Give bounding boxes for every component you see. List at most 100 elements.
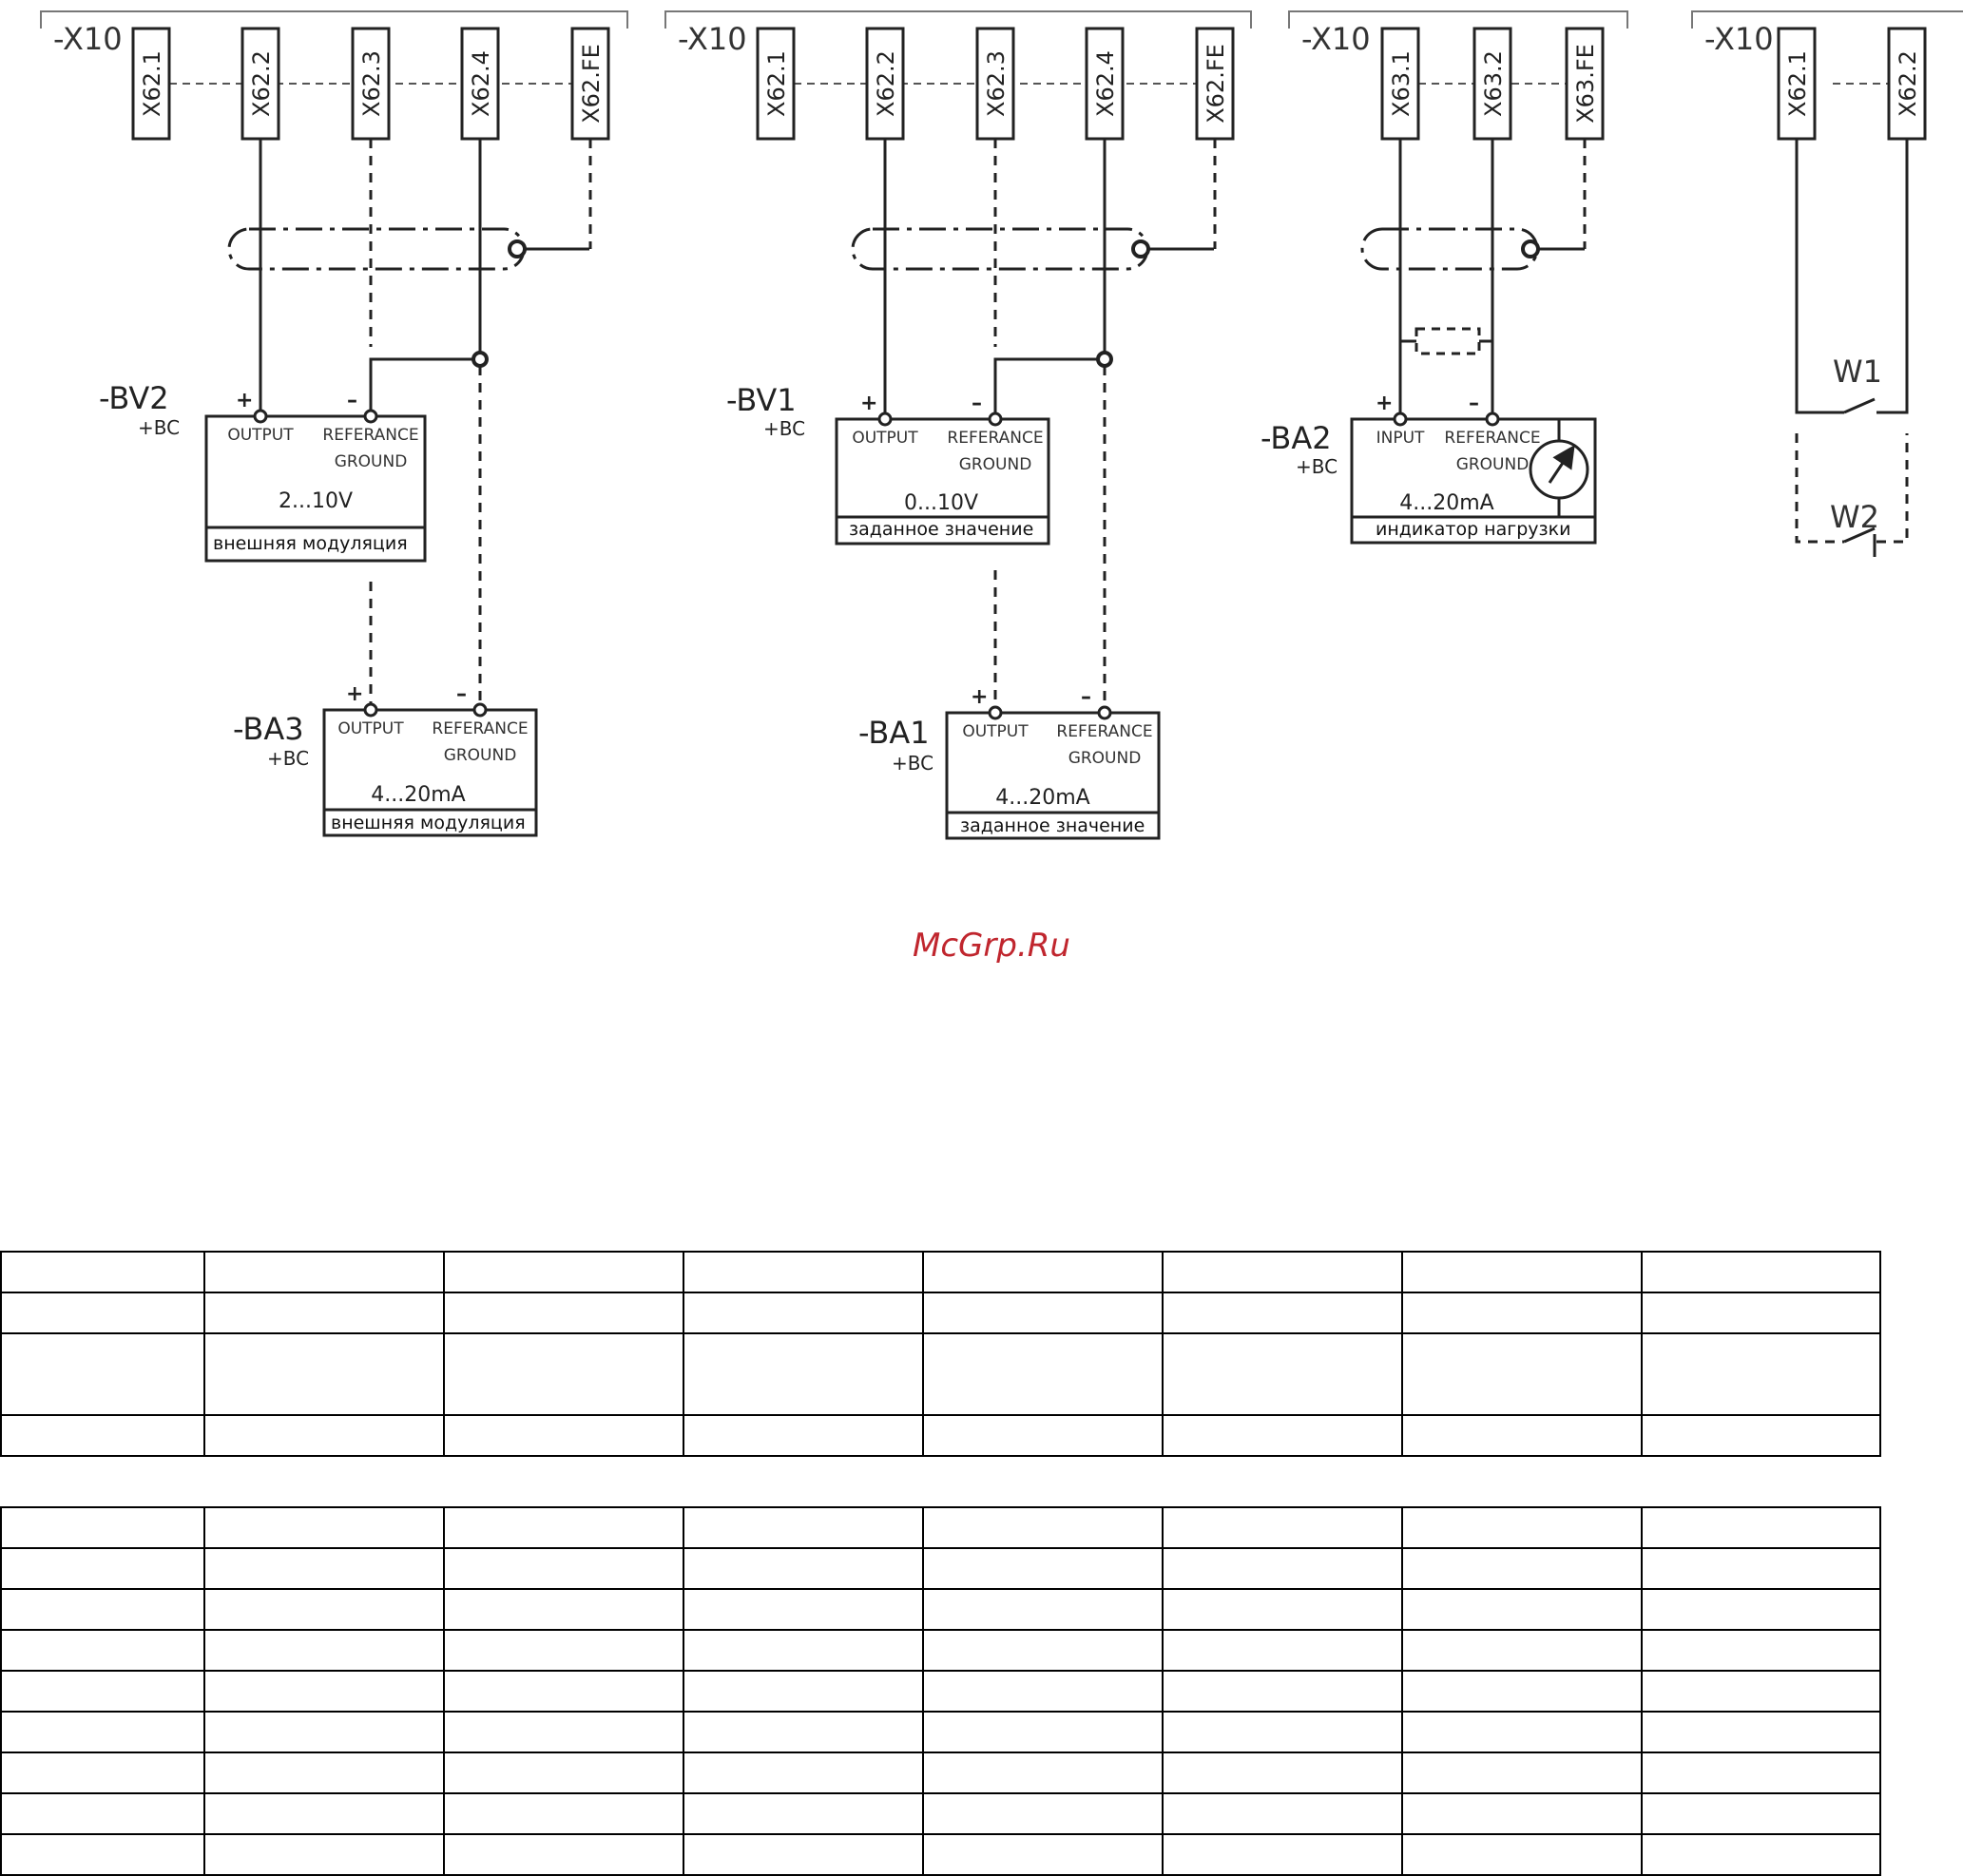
- device-bv1: -BV1 +BC + – OUTPUT REFERANCE GROUND 0..…: [726, 382, 1050, 546]
- pin-label: REFERANCE: [1056, 722, 1152, 741]
- terminal-label: X62.4: [1092, 50, 1119, 117]
- terminal-x62-fe: X62.FE: [570, 27, 610, 141]
- device-caption: заданное значение: [849, 519, 1033, 540]
- pin-label: REFERANCE: [947, 429, 1043, 448]
- device-tag: -BV2: [99, 380, 169, 416]
- terminal-x63-fe: X63.FE: [1565, 27, 1605, 141]
- pin-label: GROUND: [959, 455, 1032, 474]
- terminal-label: X63.FE: [1572, 44, 1599, 124]
- device-ba2: -BA2 +BC + – INPUT REFERANCE GROUND 4...…: [1261, 392, 1597, 545]
- empty-table-2: [0, 1506, 1881, 1876]
- table-row: [0, 1547, 1881, 1590]
- signal-range: 4...20mA: [995, 786, 1089, 810]
- terminal-label: X62.4: [468, 50, 494, 117]
- minus-sign: –: [1081, 685, 1091, 709]
- terminal-label: X62.1: [139, 50, 165, 117]
- shielded-cable-2: [851, 227, 1214, 271]
- gauge-icon: [1529, 420, 1589, 517]
- device-ba3: -BA3 +BC + – OUTPUT REFERANCE GROUND 4..…: [233, 682, 538, 837]
- table-row: [0, 1292, 1881, 1334]
- device-tag: -BV1: [726, 382, 797, 418]
- terminal-label: X62.3: [983, 50, 1010, 117]
- terminal-x62-4: X62.4: [1085, 27, 1125, 141]
- signal-range: 2...10V: [279, 489, 353, 513]
- switch-label: W2: [1830, 499, 1879, 535]
- table-row: [0, 1670, 1881, 1713]
- shielded-cable-1: [227, 227, 589, 271]
- table-row: [0, 1414, 1881, 1457]
- pin-label: OUTPUT: [337, 719, 404, 738]
- pin-label: OUTPUT: [962, 722, 1029, 741]
- table-row: [0, 1332, 1881, 1416]
- terminal-label: X62.2: [1895, 50, 1921, 117]
- table-row: [0, 1792, 1881, 1835]
- device-caption: индикатор нагрузки: [1376, 519, 1570, 540]
- group-2-header: -X10: [678, 21, 747, 57]
- device-caption: внешняя модуляция: [331, 813, 526, 833]
- terminal-label: X62.1: [1784, 50, 1811, 117]
- optional-jumper: [1400, 327, 1492, 355]
- terminal-label: X62.1: [763, 50, 790, 117]
- device-ba1: -BA1 +BC + – OUTPUT REFERANCE GROUND 4..…: [858, 685, 1161, 840]
- plus-sign: +: [1376, 392, 1393, 415]
- pin-label: OUTPUT: [852, 429, 918, 448]
- pin-label: GROUND: [335, 452, 408, 471]
- pin-label: REFERANCE: [1444, 429, 1540, 448]
- table-row: [0, 1251, 1881, 1293]
- terminal-group-2: -X10 X62.1 X62.2 X62.3 X62.4 X62.FE: [664, 10, 1252, 840]
- plus-sign: +: [236, 389, 253, 412]
- switch-label: W1: [1833, 354, 1882, 390]
- device-location: +BC: [267, 747, 309, 770]
- terminal-x62-4: X62.4: [460, 27, 500, 141]
- group-3-header: -X10: [1301, 21, 1371, 57]
- pin-label: GROUND: [444, 746, 517, 765]
- terminal-label: X63.2: [1480, 50, 1507, 117]
- minus-sign: –: [347, 389, 357, 412]
- plus-sign: +: [860, 392, 877, 415]
- terminal-x62-1: X62.1: [756, 27, 796, 141]
- device-location: +BC: [763, 417, 805, 440]
- terminal-group-3: -X10 X63.1 X63.2 X63.FE -BA2: [1261, 10, 1628, 545]
- device-location: +BC: [138, 416, 180, 439]
- pin-label: GROUND: [1456, 455, 1530, 474]
- empty-table-1: [0, 1251, 1881, 1457]
- device-caption: внешняя модуляция: [213, 533, 408, 554]
- device-caption: заданное значение: [960, 815, 1145, 836]
- terminal-x63-2: X63.2: [1472, 27, 1512, 141]
- pin-label: GROUND: [1068, 749, 1142, 768]
- terminal-label: X63.1: [1388, 50, 1415, 117]
- device-tag: -BA2: [1261, 420, 1332, 456]
- terminal-x63-1: X63.1: [1380, 27, 1420, 141]
- table-row: [0, 1629, 1881, 1672]
- terminal-x62-2: X62.2: [241, 27, 280, 141]
- plus-sign: +: [346, 682, 363, 706]
- table-row: [0, 1711, 1881, 1753]
- terminal-label: X62.3: [358, 50, 385, 117]
- device-tag: -BA1: [858, 715, 930, 751]
- shielded-cable-3: [1360, 227, 1585, 271]
- device-location: +BC: [1296, 455, 1338, 478]
- minus-sign: –: [1469, 392, 1479, 415]
- terminal-x62-1: X62.1: [131, 27, 171, 141]
- device-tag: -BA3: [233, 711, 304, 747]
- switch-w1: W1: [1795, 139, 1909, 414]
- pin-label: REFERANCE: [432, 719, 528, 738]
- signal-range: 4...20mA: [371, 783, 465, 807]
- signal-range: 4...20mA: [1399, 491, 1493, 515]
- table-body: [0, 1506, 1881, 1876]
- terminal-x62-3: X62.3: [975, 27, 1015, 141]
- minus-sign: –: [456, 682, 467, 706]
- group-1-header: -X10: [53, 21, 123, 57]
- pin-label: INPUT: [1376, 429, 1425, 448]
- terminal-label: X62.2: [873, 50, 899, 117]
- device-location: +BC: [892, 752, 933, 775]
- terminal-x62-3: X62.3: [351, 27, 391, 141]
- table-row: [0, 1833, 1881, 1876]
- terminal-label: X62.FE: [1203, 44, 1229, 124]
- group-4-header: -X10: [1704, 21, 1774, 57]
- signal-range: 0...10V: [904, 491, 978, 515]
- pin-label: OUTPUT: [227, 426, 294, 445]
- device-bv2: -BV2 +BC + – OUTPUT REFERANCE GROUND 2..…: [99, 380, 427, 563]
- terminal-label: X62.2: [248, 50, 275, 117]
- terminal-x62-2: X62.2: [1887, 27, 1927, 141]
